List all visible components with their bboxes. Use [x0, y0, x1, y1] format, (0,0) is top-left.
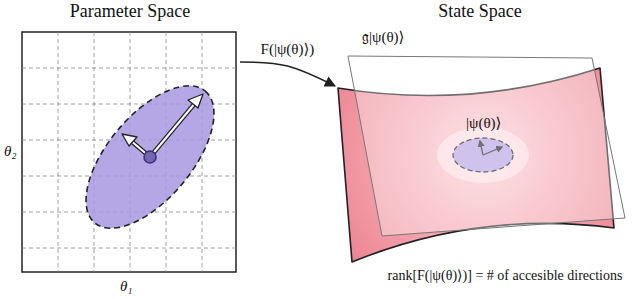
parameter-grid	[22, 32, 237, 272]
tangent-plane	[348, 56, 625, 236]
math-label: 𝔤|ψ(θ)⟩	[362, 28, 404, 46]
panel-heading: State Space	[335, 1, 625, 22]
edge-label: F(|ψ(θ)⟩)	[259, 40, 317, 58]
eigen-arrows	[122, 94, 203, 157]
panel-heading: Parameter Space	[10, 1, 250, 22]
axis-label: θ₁	[120, 277, 133, 295]
state-manifold	[338, 56, 625, 262]
map-arrow	[240, 62, 335, 86]
metric-ellipse	[63, 64, 238, 250]
center-point	[144, 151, 156, 163]
math-label: |ψ(θ)⟩	[466, 114, 501, 132]
axis-label: θ₂	[4, 142, 17, 160]
space-panel: Parameter Space	[10, 0, 250, 276]
rank-note: rank[F(|ψ(θ)⟩)] = # of accesible directi…	[388, 268, 623, 285]
